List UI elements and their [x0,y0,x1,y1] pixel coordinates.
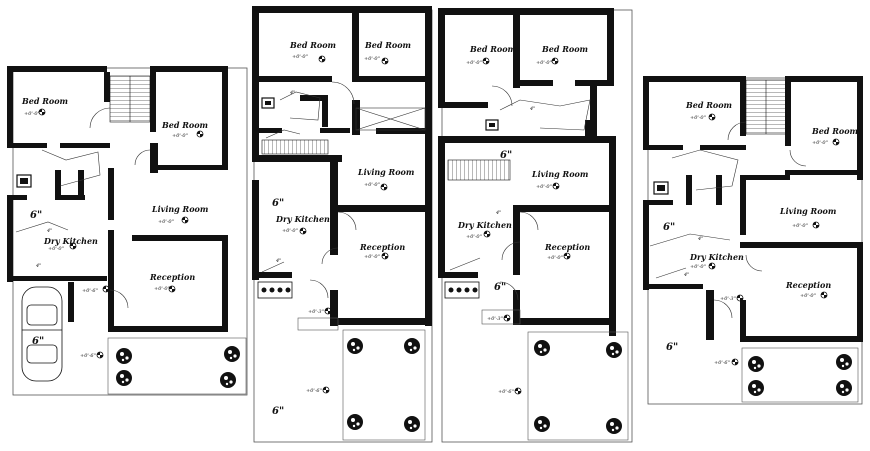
plan-a-dim-4a: 4" [46,228,52,234]
plan-b-dim-4a: 4" [289,90,295,96]
plan-b-dim-4b: 4" [275,258,281,264]
plan-c-dry-kitchen-level: +0'-0" [466,234,482,240]
plan-a: Bed Room +0'-0" Bed Room +0'-0" Living R… [7,66,248,396]
plan-d-living-room-label: Living Room [779,206,836,216]
plan-b-walls [252,6,432,326]
plan-a-bed-room-right-label: Bed Room [161,120,208,130]
plan-d-dim-4a: 4" [697,236,703,242]
plan-a-bed-room-right-level: +0'-0" [172,133,188,139]
plan-d-dry-kitchen-label: Dry Kitchen [689,252,744,262]
plan-a-bed-room-left-label: Bed Room [21,96,68,106]
plan-a-dry-kitchen-level: +0'-0" [48,246,64,252]
plan-b-living-room-label: Living Room [357,167,414,177]
plan-b-bed-room-left-level: +0'-0" [292,54,308,60]
plan-c-walls [438,8,616,336]
plan-b-reception-level: +0'-0" [364,254,380,260]
plan-d-dim-6a: 6" [663,222,675,233]
plan-a-parking-level: +0'-6" [82,288,98,294]
plan-c-dim-4a: 4" [529,106,535,112]
plan-c-reception-label: Reception [544,242,590,252]
plan-c: Bed Room +0'-0" Bed Room +0'-0" Living R… [438,8,633,443]
plan-d-dim-4b: 4" [683,272,689,278]
plan-d-reception-label: Reception [785,280,831,290]
plan-a-living-room-level: +0'-0" [158,219,174,225]
plan-d-walls [643,76,863,342]
plan-b-dry-kitchen-level: +0'-0" [282,228,298,234]
plan-b-stairs [261,139,329,155]
plan-d-garden-level: +0'-6" [714,360,730,366]
plan-b-sink [261,97,275,109]
plan-b: Bed Room +0'-0" Bed Room +0'-0" Living R… [252,6,433,443]
plan-c-dim-6a: 6" [500,150,512,161]
plan-d-bed-room-left-level: +0'-0" [690,115,706,121]
plan-d-sink [653,181,669,195]
plan-d-parking-level: +0'-3" [720,296,736,302]
plan-d-bed-room-left-label: Bed Room [685,100,732,110]
plan-d-bed-room-right-level: +0'-0" [812,140,828,146]
plan-a-dim-6: 6" [30,210,42,221]
plan-c-dim-4b: 4" [495,210,501,216]
plan-b-living-room-level: +0'-0" [364,182,380,188]
plan-c-reception-level: +0'-0" [547,255,563,261]
plan-a-car [21,286,63,382]
plan-b-dim-6b: 6" [272,406,284,417]
plan-c-living-room-label: Living Room [531,169,588,179]
plan-d-living-room-level: +0'-0" [792,223,808,229]
plan-a-garden-level: +0'-6" [80,353,96,359]
plan-a-walls [7,66,228,332]
plan-c-dry-kitchen-label: Dry Kitchen [457,220,512,230]
plan-d-dim-6b: 6" [666,342,678,353]
plan-a-living-room-label: Living Room [151,204,208,214]
plan-c-bed-room-right-label: Bed Room [541,44,588,54]
plan-c-garden-level: +0'-6" [498,389,514,395]
plan-a-dim-4b: 4" [35,263,41,269]
plan-c-bed-room-left-level: +0'-0" [466,60,482,66]
plan-c-parking-level: +0'-3" [487,316,503,322]
plan-d-reception-level: +0'-0" [800,293,816,299]
plan-b-garden-level: +0'-6" [306,388,322,394]
plan-c-living-room-level: +0'-0" [536,184,552,190]
plan-c-sink [485,119,499,131]
plan-a-dry-kitchen-label: Dry Kitchen [43,236,98,246]
plan-a-reception-label: Reception [149,272,195,282]
plan-d-dry-kitchen-level: +0'-0" [690,264,706,270]
plan-b-bed-room-left-label: Bed Room [289,40,336,50]
plan-a-bed-room-left-level: +0'-0" [24,111,40,117]
plan-d: Bed Room +0'-0" Bed Room +0'-0" Living R… [643,76,863,405]
plan-b-dry-kitchen-label: Dry Kitchen [275,214,330,224]
plan-b-reception-label: Reception [359,242,405,252]
plan-b-bed-room-right-level: +0'-0" [364,56,380,62]
plan-c-stairs [447,159,511,181]
plan-a-reception-level: +0'-0" [154,286,170,292]
plan-a-car-dim: 6" [32,336,44,347]
plan-a-sink [16,174,32,188]
plan-c-bed-room-right-level: +0'-0" [536,60,552,66]
plan-c-bed-room-left-label: Bed Room [469,44,516,54]
plan-c-dim-6b: 6" [494,282,506,293]
plan-b-parking-level: +0'-3" [308,309,324,315]
plan-b-bed-room-right-label: Bed Room [364,40,411,50]
plan-b-dim-6a: 6" [272,198,284,209]
plan-d-bed-room-right-label: Bed Room [811,126,858,136]
